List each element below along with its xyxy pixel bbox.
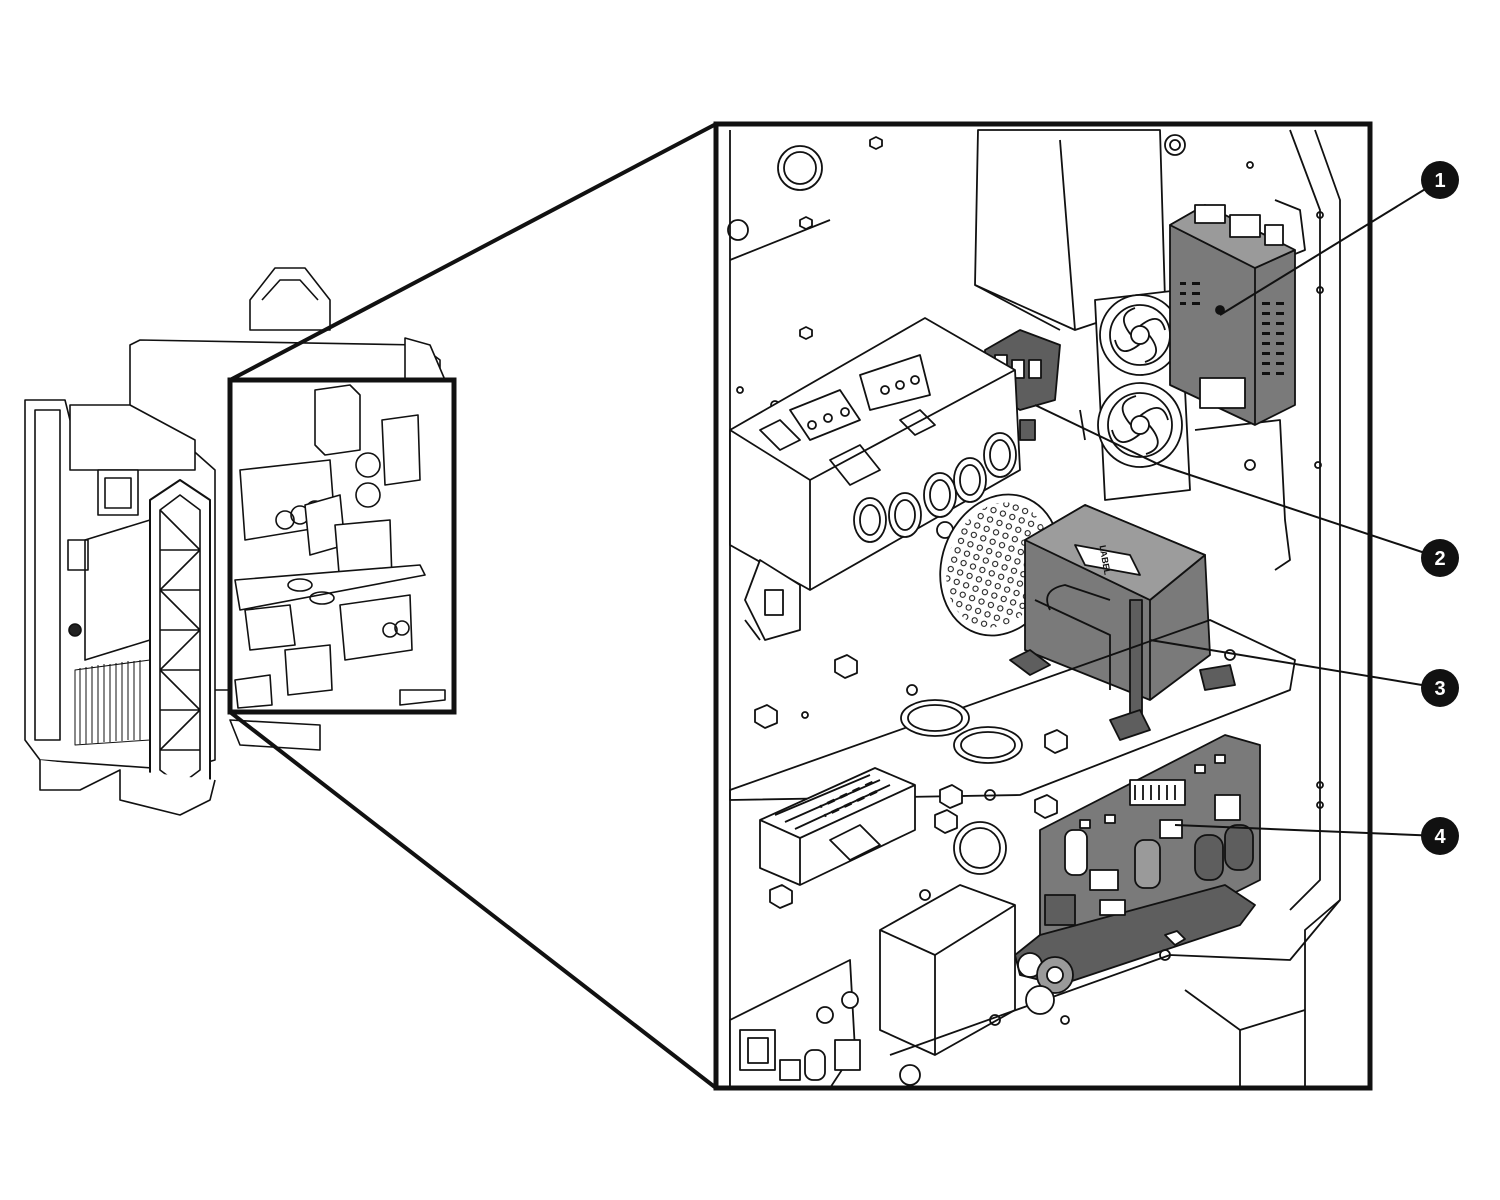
- zoom-selection-box: [227, 377, 457, 715]
- control-module: [1169, 204, 1296, 426]
- capacitor-module: [729, 317, 1021, 641]
- zoom-connector-lines: [228, 122, 718, 1090]
- callout-2: 2: [1421, 539, 1459, 577]
- detail-view: LABEL: [716, 124, 1370, 1088]
- callout-4: 4: [1421, 817, 1459, 855]
- heatsink-fins: [74, 659, 151, 746]
- callout-1-label: 1: [1434, 170, 1445, 192]
- callout-badges: 1 2 3 4: [1421, 161, 1459, 855]
- callout-3: 3: [1421, 669, 1459, 707]
- callout-1: 1: [1421, 161, 1459, 199]
- lower-left-board: [729, 959, 861, 1088]
- callout-2-label: 2: [1434, 548, 1445, 570]
- transformer: LABEL: [1009, 504, 1236, 741]
- detail-frame: [713, 121, 1373, 1091]
- callout-3-label: 3: [1434, 678, 1445, 700]
- callout-4-label: 4: [1434, 826, 1446, 848]
- contactor-relays: [759, 767, 916, 909]
- callout-leaders: [1034, 179, 1441, 837]
- machine-overview: [24, 267, 452, 816]
- circuit-board: [1014, 734, 1261, 994]
